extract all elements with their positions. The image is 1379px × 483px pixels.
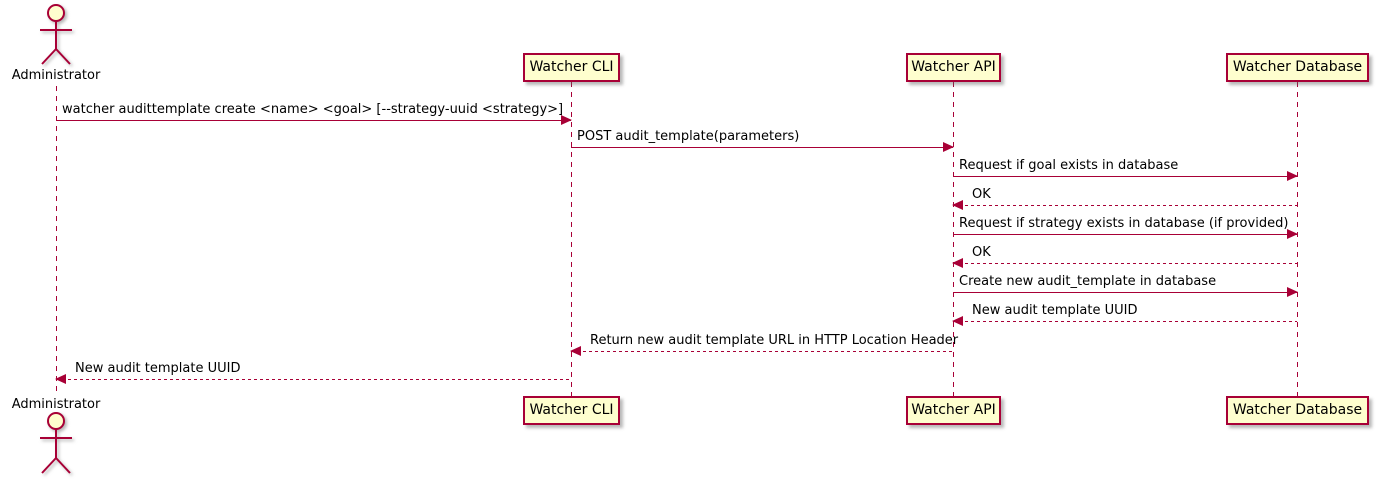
message-ok-strategy: OK — [952, 245, 1297, 268]
message-line — [953, 287, 1298, 297]
message-line — [55, 374, 571, 384]
administrator-actor-icon — [40, 412, 72, 474]
lifeline-watcher-api — [953, 82, 954, 396]
message-line — [952, 258, 1297, 268]
message-label: New audit template UUID — [972, 303, 1138, 318]
arrowhead-left-icon — [952, 258, 963, 268]
message-new-audit-template-uuid-db: New audit template UUID — [952, 303, 1297, 326]
participant-watcher-cli-bottom: Watcher CLI — [523, 396, 620, 425]
arrowhead-left-icon — [55, 374, 66, 384]
arrowhead-right-icon — [1287, 229, 1298, 239]
arrowhead-right-icon — [1287, 287, 1298, 297]
arrowhead-left-icon — [952, 316, 963, 326]
message-return-url-location-header: Return new audit template URL in HTTP Lo… — [570, 334, 958, 356]
participant-watcher-cli-top: Watcher CLI — [523, 53, 620, 82]
arrowhead-right-icon — [561, 115, 572, 125]
message-post-audit-template: POST audit_template(parameters) — [571, 129, 954, 152]
lifeline-watcher-database — [1297, 82, 1298, 396]
message-label: OK — [972, 187, 991, 202]
message-request-goal-exists: Request if goal exists in database — [953, 158, 1298, 181]
participant-watcher-database-top: Watcher Database — [1226, 53, 1369, 82]
lifeline-watcher-cli — [571, 82, 572, 396]
message-line — [56, 115, 572, 125]
message-label: New audit template UUID — [75, 361, 241, 376]
message-label: watcher audittemplate create <name> <goa… — [62, 102, 564, 117]
message-label: POST audit_template(parameters) — [577, 129, 800, 144]
message-line — [952, 200, 1297, 210]
message-label: Request if strategy exists in database (… — [959, 216, 1289, 231]
message-create-audit-template-db: Create new audit_template in database — [953, 274, 1298, 297]
message-label: OK — [972, 245, 991, 260]
lifeline-administrator — [56, 86, 57, 392]
arrowhead-left-icon — [570, 346, 581, 356]
message-line — [953, 229, 1298, 239]
message-label: Create new audit_template in database — [959, 274, 1217, 289]
message-ok-goal: OK — [952, 187, 1297, 210]
message-create-audittemplate: watcher audittemplate create <name> <goa… — [56, 102, 572, 125]
message-line — [952, 316, 1297, 326]
message-request-strategy-exists: Request if strategy exists in database (… — [953, 216, 1298, 239]
message-new-audit-template-uuid-admin: New audit template UUID — [55, 361, 571, 384]
administrator-label-top: Administrator — [11, 68, 101, 83]
arrowhead-right-icon — [943, 142, 954, 152]
administrator-actor-icon — [40, 4, 72, 65]
participant-watcher-api-bottom: Watcher API — [906, 396, 1001, 425]
arrowhead-left-icon — [952, 200, 963, 210]
message-label: Request if goal exists in database — [959, 158, 1179, 173]
message-label: Return new audit template URL in HTTP Lo… — [590, 333, 959, 348]
message-line — [953, 171, 1298, 181]
arrowhead-right-icon — [1287, 171, 1298, 181]
participant-watcher-api-top: Watcher API — [906, 53, 1001, 82]
message-line — [570, 346, 953, 356]
participant-watcher-database-bottom: Watcher Database — [1226, 396, 1369, 425]
administrator-label-bottom: Administrator — [11, 397, 101, 412]
message-line — [571, 142, 954, 152]
